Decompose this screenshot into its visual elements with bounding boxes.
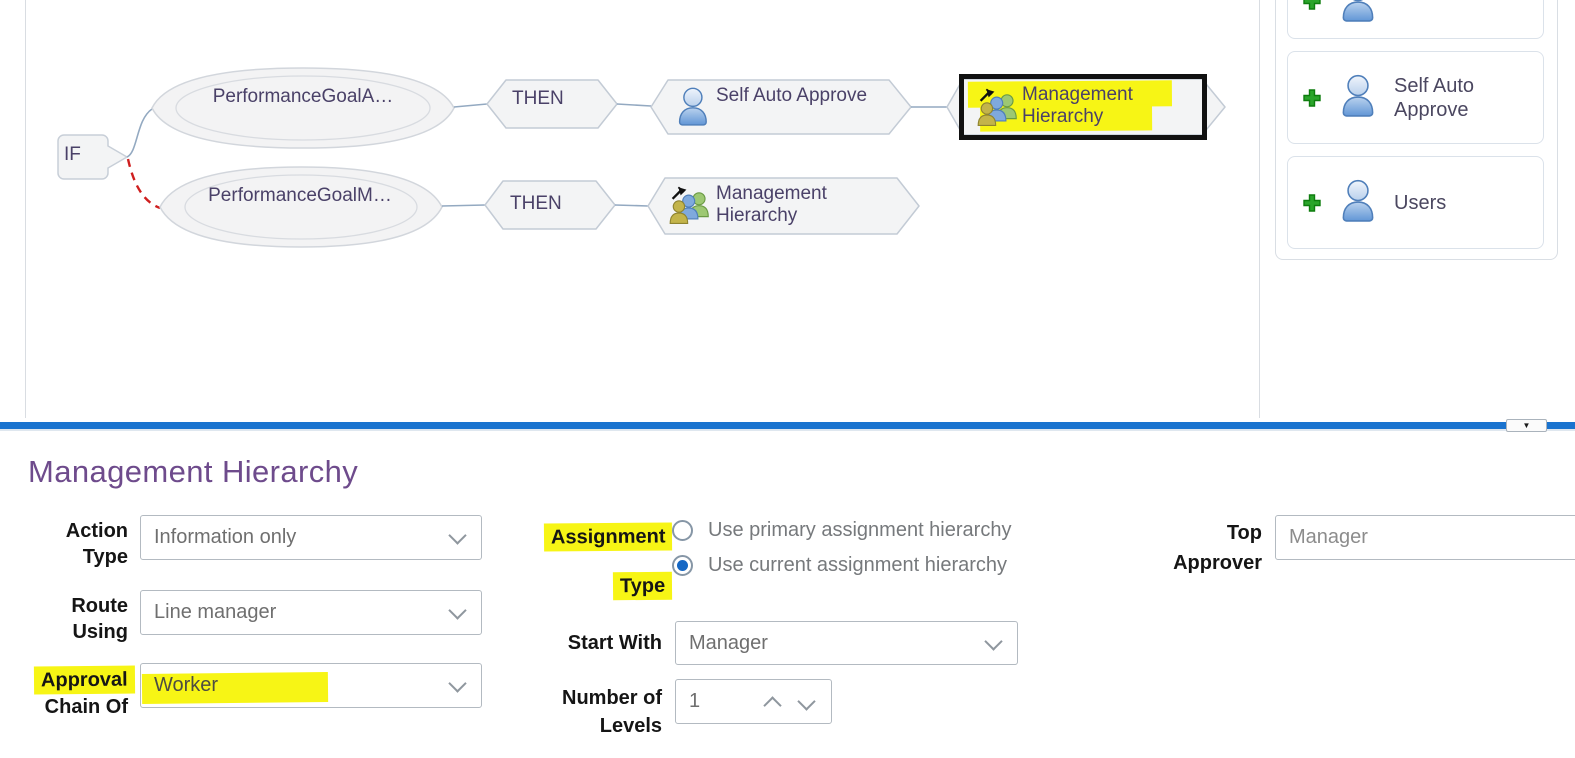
then1-to-action1-connector bbox=[616, 103, 652, 107]
number-of-levels-spinner[interactable]: 1 bbox=[675, 679, 832, 724]
approval-chain-of-value: Worker bbox=[154, 674, 219, 696]
spinner-up-icon[interactable] bbox=[763, 696, 782, 715]
action-2-label-line2: Hierarchy bbox=[716, 205, 798, 226]
horizontal-splitter-bar[interactable] bbox=[0, 422, 1575, 429]
condition-oval-2[interactable] bbox=[159, 166, 443, 248]
route-using-label: Route Using bbox=[71, 595, 128, 643]
number-of-levels-value: 1 bbox=[689, 690, 701, 712]
panel-title: Management Hierarchy bbox=[28, 454, 359, 489]
rule-flow-diagram bbox=[57, 67, 1226, 248]
approval-chain-of-select[interactable]: Worker bbox=[140, 663, 482, 708]
top-approver-input[interactable]: Manager bbox=[1275, 515, 1575, 560]
collapse-triangle-icon: ▼ bbox=[1522, 421, 1531, 430]
action-type-label: Action Type bbox=[65, 520, 128, 568]
condition-oval-1[interactable] bbox=[151, 67, 455, 149]
selected-node-label-line2: Hierarchy bbox=[1022, 106, 1104, 127]
radio-label-use-current[interactable]: Use current assignment hierarchy bbox=[708, 554, 1008, 576]
number-of-levels-label: Number of Levels bbox=[562, 687, 662, 737]
palette-item-self-auto-approve[interactable]: Self Auto Approve bbox=[1287, 51, 1544, 144]
palette-item-users[interactable]: Users bbox=[1287, 156, 1544, 249]
action-palette: Representative Self Auto Approve Users bbox=[1275, 0, 1558, 260]
then-1-label: THEN bbox=[512, 88, 564, 109]
route-using-value: Line manager bbox=[154, 601, 277, 623]
person-icon bbox=[1335, 177, 1381, 228]
palette-item-representative[interactable]: Representative bbox=[1287, 0, 1544, 39]
chevron-down-icon bbox=[984, 632, 1003, 651]
selection-border bbox=[959, 74, 1207, 140]
condition2-to-then2-connector bbox=[441, 204, 486, 207]
add-plus-icon[interactable] bbox=[1302, 88, 1322, 108]
top-approver-label: Top Approver bbox=[1173, 522, 1262, 574]
start-with-select[interactable]: Manager bbox=[675, 621, 1018, 665]
start-with-label: Start With bbox=[567, 632, 662, 654]
person-icon bbox=[1335, 72, 1381, 123]
palette-item-label: Self Auto Approve bbox=[1394, 74, 1475, 121]
add-plus-icon[interactable] bbox=[1302, 193, 1322, 213]
action-type-select[interactable]: Information only bbox=[140, 515, 482, 560]
splitter-collapse-button[interactable]: ▼ bbox=[1506, 419, 1547, 432]
palette-item-label: Representative bbox=[1394, 0, 1529, 1]
action-type-value: Information only bbox=[154, 526, 297, 548]
spinner-down-icon[interactable] bbox=[797, 692, 816, 711]
radio-selected-dot bbox=[677, 560, 688, 571]
canvas-right-border bbox=[1259, 0, 1260, 418]
condition-2-label: PerformanceGoalM… bbox=[208, 185, 392, 206]
top-approver-value: Manager bbox=[1289, 526, 1368, 548]
action-1-label: Self Auto Approve bbox=[716, 85, 868, 106]
assignment-type-label: Assignment Type bbox=[400, 522, 673, 601]
chevron-down-icon bbox=[448, 601, 467, 620]
then-2-label: THEN bbox=[510, 193, 562, 214]
radio-use-current-assignment[interactable] bbox=[672, 555, 693, 576]
action-node-management-hierarchy-2[interactable] bbox=[647, 177, 920, 235]
if-to-condition1-connector bbox=[126, 108, 153, 158]
palette-item-label: Users bbox=[1394, 191, 1447, 214]
approval-chain-of-label: Approval Chain Of bbox=[0, 665, 136, 720]
action-2-label-line1: Management bbox=[716, 183, 827, 204]
condition-oval-2-inner-ring bbox=[184, 174, 418, 240]
selected-node-label-line1: Management bbox=[1022, 84, 1133, 105]
if-node-label: IF bbox=[64, 144, 81, 165]
if-node-shape[interactable] bbox=[57, 134, 129, 180]
if-to-condition2-connector-dashed bbox=[126, 158, 161, 210]
condition1-to-then1-connector bbox=[453, 103, 488, 108]
yellow-marker-highlight bbox=[967, 80, 1173, 132]
route-using-select[interactable]: Line manager bbox=[140, 590, 482, 635]
then2-to-action2-connector bbox=[614, 204, 649, 207]
radio-label-use-primary[interactable]: Use primary assignment hierarchy bbox=[708, 519, 1012, 541]
add-plus-icon[interactable] bbox=[1302, 0, 1322, 11]
canvas-left-border bbox=[25, 0, 26, 418]
start-with-value: Manager bbox=[689, 631, 768, 654]
condition-oval-1-inner-ring bbox=[175, 75, 431, 141]
condition-1-label: PerformanceGoalA… bbox=[212, 86, 394, 107]
person-icon bbox=[1335, 0, 1381, 28]
radio-use-primary-assignment[interactable] bbox=[672, 520, 693, 541]
